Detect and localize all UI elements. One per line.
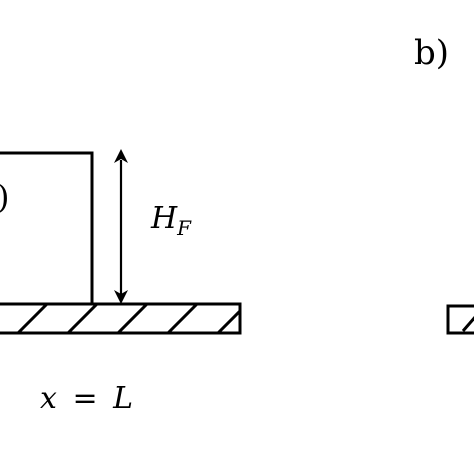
floor-hatching bbox=[16, 304, 240, 333]
height-symbol: H bbox=[150, 201, 178, 236]
height-arrow bbox=[114, 149, 128, 304]
position-label: x = L bbox=[40, 381, 133, 416]
height-label: HF bbox=[150, 201, 192, 240]
panel-a-label-fragment: ) bbox=[0, 178, 9, 216]
arrowhead-down bbox=[114, 290, 128, 304]
panel-b-floor-fragment bbox=[446, 304, 474, 335]
floor-outline bbox=[0, 302, 242, 335]
position-lhs: x bbox=[40, 381, 57, 416]
position-rhs: L bbox=[112, 381, 133, 416]
panel-b-label: b) bbox=[414, 33, 449, 73]
hatched-floor bbox=[0, 302, 242, 335]
arrowhead-up bbox=[114, 149, 128, 163]
fluid-block bbox=[0, 151, 94, 304]
position-equals: = bbox=[72, 381, 97, 416]
height-subscript: F bbox=[176, 216, 192, 240]
